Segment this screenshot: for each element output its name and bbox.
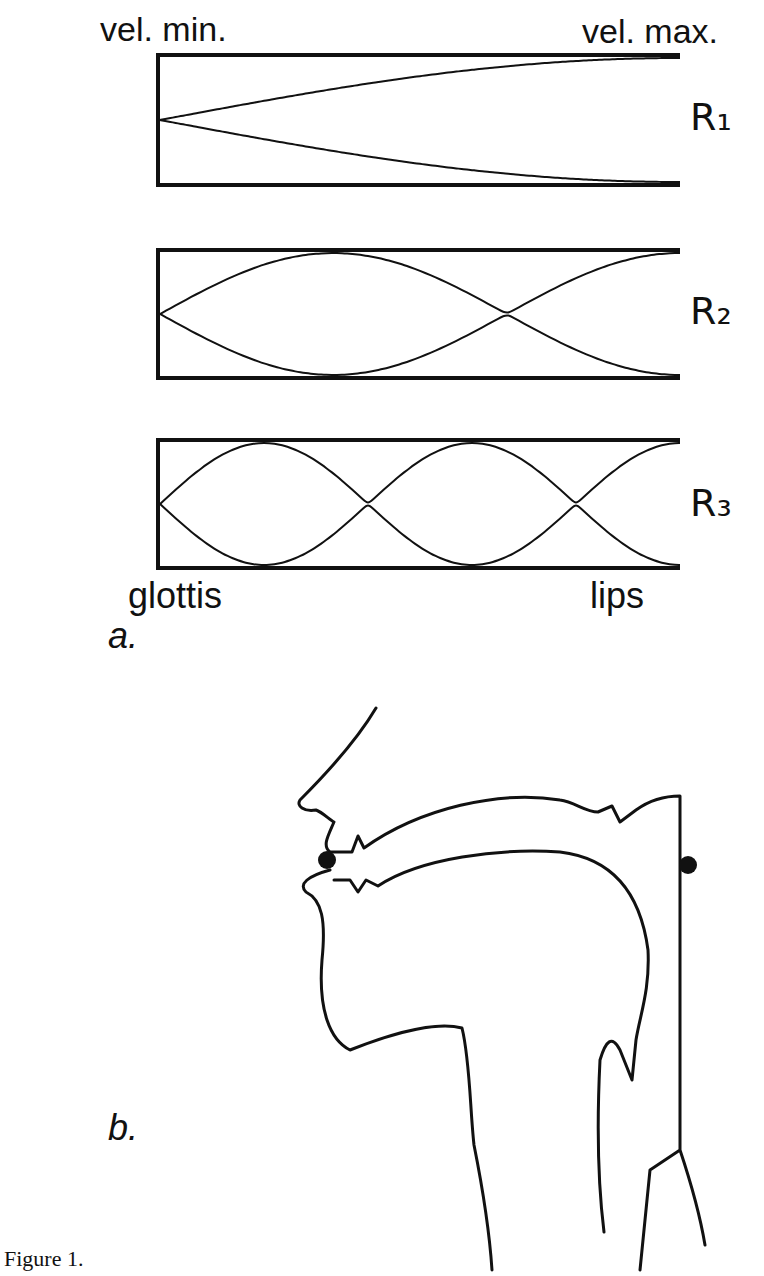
velocity-envelope <box>160 314 680 375</box>
velocity-envelope <box>160 443 680 504</box>
tube <box>158 440 680 568</box>
marker-dot <box>679 856 697 874</box>
marker-dot <box>318 851 336 869</box>
velocity-envelope <box>160 120 680 182</box>
resonance-label: R₃ <box>690 484 732 522</box>
tube-wall <box>158 440 680 568</box>
axis-label: glottis <box>128 578 222 614</box>
axis-label: vel. max. <box>582 14 718 48</box>
axis-label: vel. min. <box>100 12 227 46</box>
resonance-tubes <box>158 55 680 568</box>
axis-label: lips <box>590 578 644 614</box>
panel-letter: a. <box>108 618 138 654</box>
figure-caption: Figure 1. <box>4 1248 83 1270</box>
tube-wall <box>158 55 680 185</box>
tube <box>158 55 680 185</box>
velocity-envelope <box>160 504 680 565</box>
resonance-label: R₁ <box>690 98 732 136</box>
resonance-label: R₂ <box>690 292 732 330</box>
tube-wall <box>158 250 680 378</box>
velocity-envelope <box>160 58 680 120</box>
panel-letter: b. <box>108 1110 138 1146</box>
tube <box>158 250 680 378</box>
vocal-tract-outline <box>299 708 705 1270</box>
velocity-envelope <box>160 253 680 314</box>
